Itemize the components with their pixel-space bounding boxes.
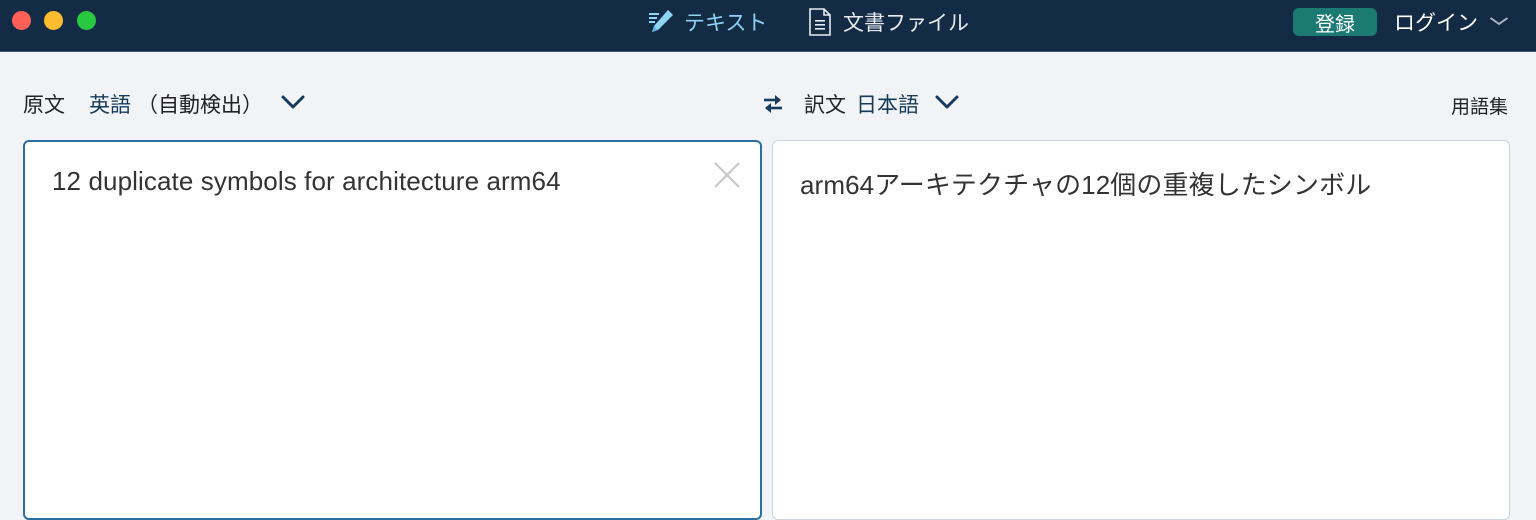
chevron-down-icon: [935, 94, 959, 114]
target-language-bar: 訳文 日本語: [762, 86, 959, 122]
login-label: ログイン: [1394, 11, 1478, 35]
source-text[interactable]: 12 duplicate symbols for architecture ar…: [52, 166, 561, 196]
chevron-down-icon: [1489, 14, 1509, 30]
close-icon: [714, 162, 740, 188]
tab-document-file[interactable]: 文書ファイル: [807, 6, 969, 38]
chevron-down-icon: [281, 94, 305, 114]
title-bar: テキスト 文書ファイル 登録 ログイン: [0, 0, 1536, 52]
auto-detect-note: （自動検出）: [137, 93, 263, 117]
translation-output: arm64アーキテクチャの12個の重複したシンボル: [772, 140, 1510, 520]
source-text-input[interactable]: 12 duplicate symbols for architecture ar…: [23, 140, 762, 520]
swap-languages-button[interactable]: [762, 93, 784, 115]
translated-text: arm64アーキテクチャの12個の重複したシンボル: [800, 170, 1372, 200]
document-icon: [807, 7, 833, 37]
source-language-select[interactable]: 英語 （自動検出）: [89, 89, 305, 119]
pencil-icon: [646, 8, 674, 36]
swap-icon: [764, 95, 782, 113]
clear-text-button[interactable]: [712, 160, 742, 190]
tab-text-label: テキスト: [684, 11, 768, 35]
tab-document-label: 文書ファイル: [843, 11, 969, 35]
register-button[interactable]: 登録: [1293, 8, 1377, 36]
minimize-window-button[interactable]: [44, 11, 63, 30]
source-prefix-label: 原文: [23, 93, 65, 117]
target-language-select[interactable]: 日本語: [856, 89, 959, 119]
target-language-value: 日本語: [856, 93, 919, 117]
maximize-window-button[interactable]: [77, 11, 96, 30]
login-button[interactable]: ログイン: [1394, 6, 1509, 38]
close-window-button[interactable]: [12, 11, 31, 30]
source-language-bar: 原文 英語 （自動検出）: [23, 86, 305, 122]
source-language-value: 英語: [89, 93, 131, 117]
target-prefix-label: 訳文: [804, 93, 846, 117]
glossary-button[interactable]: 用語集: [1450, 96, 1508, 118]
tab-text[interactable]: テキスト: [646, 6, 767, 38]
